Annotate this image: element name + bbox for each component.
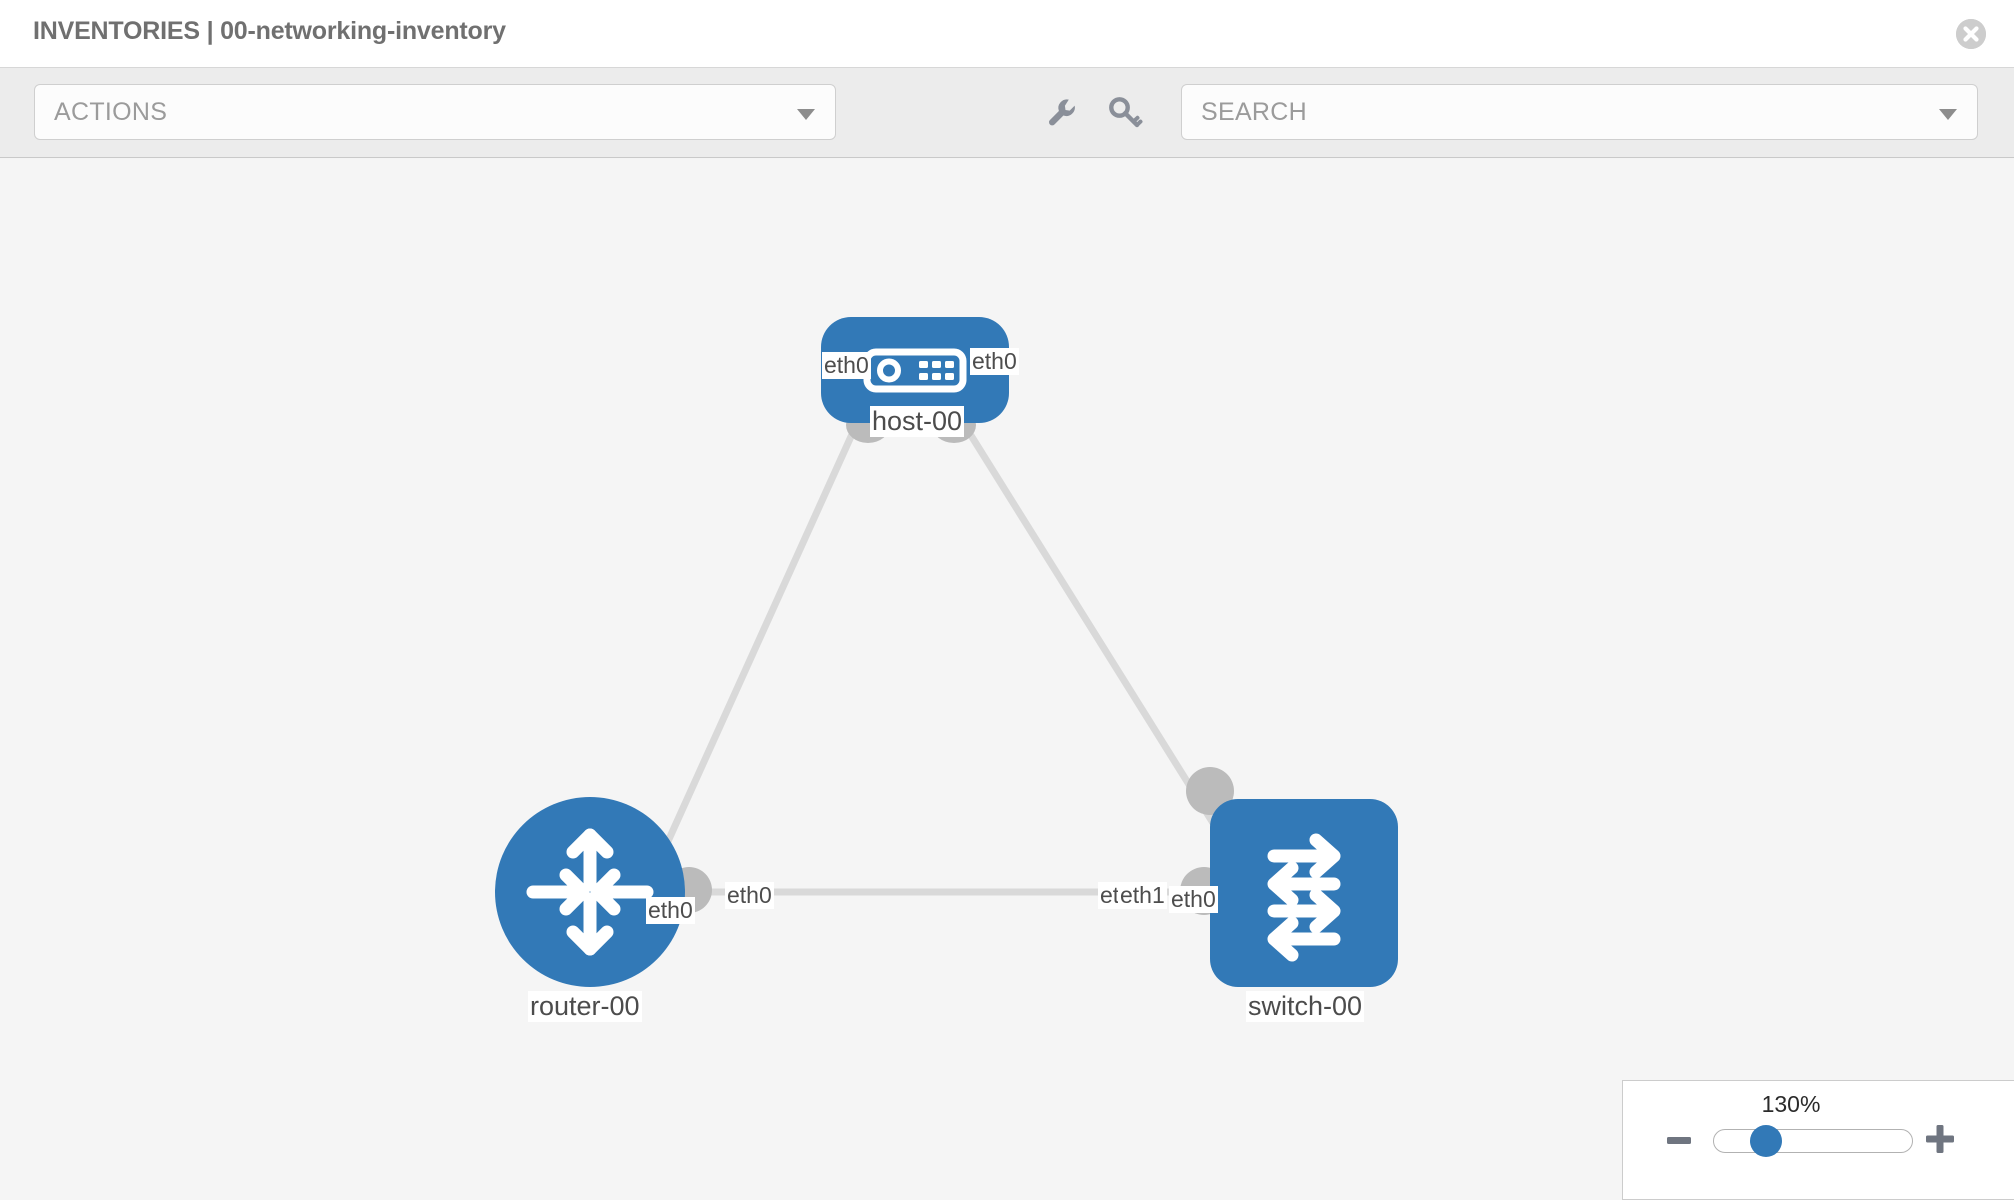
switch-arrows-icon (1267, 833, 1341, 962)
zoom-control-panel: 130% (1622, 1080, 2014, 1200)
edge-label-switch-up: eth0 (1169, 886, 1218, 913)
search-input[interactable]: SEARCH (1181, 84, 1978, 140)
close-button[interactable] (1956, 19, 1986, 49)
edge-label-router-up: eth0 (646, 897, 695, 924)
edge-label-router-right: eth0 (725, 882, 774, 909)
router-arrows-icon (526, 828, 654, 956)
node-router-00-label: router-00 (528, 991, 642, 1022)
topology-canvas[interactable]: host-00 router-00 (0, 159, 2014, 1200)
actions-dropdown[interactable]: ACTIONS (34, 84, 836, 140)
node-switch-00-label: switch-00 (1246, 991, 1365, 1022)
node-router-00[interactable]: router-00 (495, 797, 685, 1022)
edge-label-host-left: eth0 (822, 352, 871, 379)
plus-icon (1926, 1125, 1954, 1153)
zoom-in-button[interactable] (1924, 1123, 1956, 1155)
close-icon (1956, 19, 1986, 49)
edge-label-switch-left: eth1 (1118, 882, 1167, 909)
actions-dropdown-label: ACTIONS (54, 98, 168, 126)
zoom-level-label: 130% (1761, 1091, 1821, 1117)
chevron-down-icon (1939, 109, 1957, 120)
zoom-slider-track[interactable] (1713, 1129, 1913, 1153)
toolbar: ACTIONS SEARCH (0, 68, 2014, 158)
wrench-icon[interactable] (1042, 92, 1082, 132)
app-header: INVENTORIES | 00-networking-inventory (0, 0, 2014, 68)
node-router-shape (495, 797, 685, 987)
node-switch-00[interactable]: switch-00 (1210, 799, 1398, 1022)
chevron-down-icon (797, 109, 815, 120)
page-title: INVENTORIES | 00-networking-inventory (33, 17, 506, 45)
edge-label-host-right: eth0 (970, 348, 1019, 375)
node-host-00-label: host-00 (870, 406, 965, 437)
zoom-slider-thumb[interactable] (1750, 1125, 1782, 1157)
node-switch-shape (1210, 799, 1398, 987)
minus-icon (1667, 1137, 1691, 1144)
server-icon (863, 348, 967, 393)
topology-edges (656, 419, 1221, 896)
search-placeholder: SEARCH (1201, 98, 1307, 126)
key-icon[interactable] (1104, 92, 1144, 132)
zoom-out-button[interactable] (1665, 1127, 1693, 1155)
